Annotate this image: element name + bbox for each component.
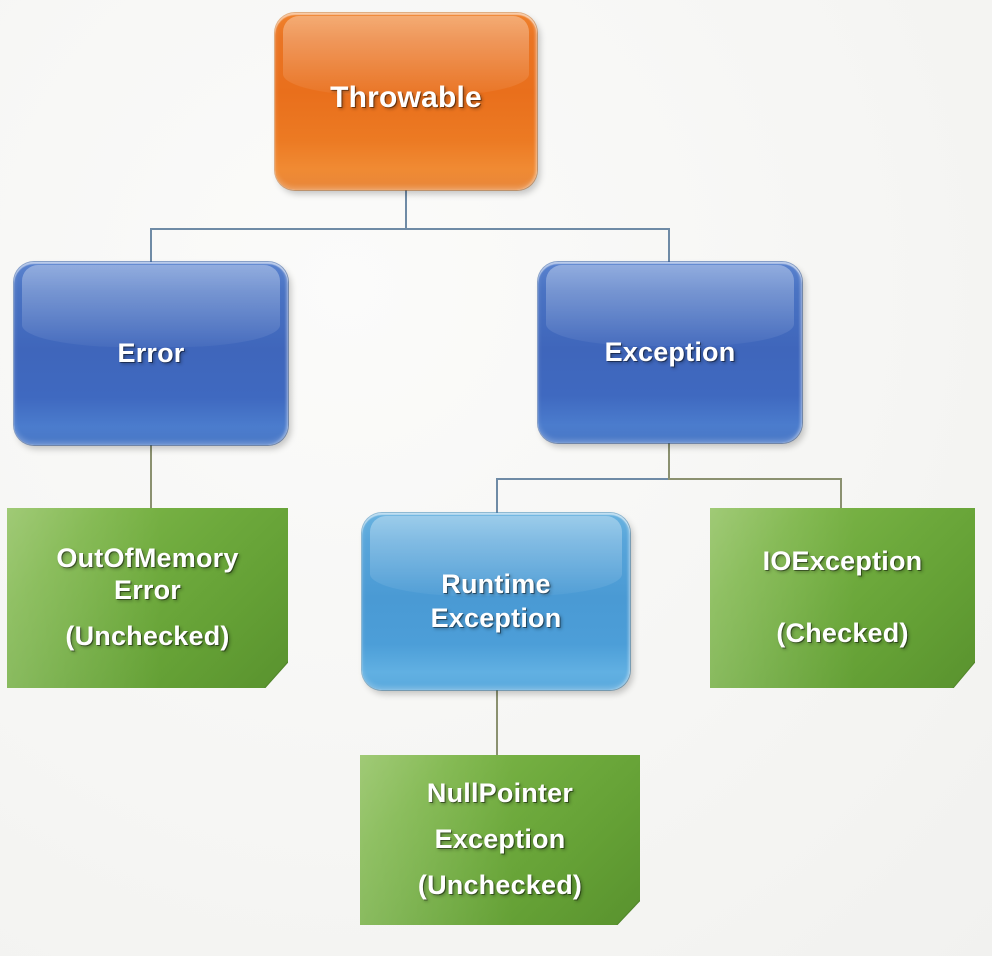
spacer xyxy=(763,604,923,618)
edge-throwable-bus xyxy=(150,228,670,230)
node-error-label: Error xyxy=(117,337,185,368)
node-outofmemoryerror-line1: OutOfMemory xyxy=(56,543,239,574)
edge-throwable-exception xyxy=(668,228,670,264)
node-outofmemoryerror-line2: Error xyxy=(113,575,182,606)
node-ioexception-line1: IOException xyxy=(762,546,923,577)
spacer xyxy=(763,578,923,604)
edge-exception-bus-right xyxy=(668,478,842,480)
node-nullpointerexception-line1: NullPointer xyxy=(426,778,574,809)
edge-exception-stem xyxy=(668,443,670,479)
spacer xyxy=(418,856,582,870)
edge-throwable-stem xyxy=(405,190,407,230)
edge-exception-bus-left xyxy=(496,478,670,480)
node-ioexception-line2: (Checked) xyxy=(776,618,909,648)
node-exception[interactable]: Exception xyxy=(538,262,802,443)
edge-throwable-error xyxy=(150,228,152,264)
node-throwable[interactable]: Throwable xyxy=(275,13,537,190)
node-runtimeexception-line1: Runtime xyxy=(441,568,551,599)
node-outofmemoryerror-line3: (Unchecked) xyxy=(65,620,230,651)
folded-corner-icon xyxy=(952,661,975,688)
node-nullpointerexception[interactable]: NullPointer Exception (Unchecked) xyxy=(360,755,640,925)
node-exception-label: Exception xyxy=(604,336,736,367)
node-runtimeexception-label: Runtime Exception xyxy=(425,569,568,635)
node-runtimeexception-line2: Exception xyxy=(430,602,562,633)
node-throwable-label: Throwable xyxy=(330,80,482,114)
node-outofmemoryerror-label: OutOfMemory Error (Unchecked) xyxy=(50,543,244,653)
folded-corner-icon xyxy=(264,661,288,688)
node-outofmemoryerror[interactable]: OutOfMemory Error (Unchecked) xyxy=(7,508,288,688)
edge-exception-ioexception xyxy=(840,478,842,510)
spacer xyxy=(56,607,238,621)
edge-error-outofmemoryerror xyxy=(150,445,152,509)
node-nullpointerexception-label: NullPointer Exception (Unchecked) xyxy=(412,778,588,902)
folded-corner-icon xyxy=(616,899,640,925)
edge-runtimeexception-nullpointerexception xyxy=(496,690,498,756)
node-nullpointerexception-line3: (Unchecked) xyxy=(417,869,583,900)
spacer xyxy=(418,810,582,824)
node-ioexception-label: IOException (Checked) xyxy=(757,546,929,650)
edge-exception-runtimeexception xyxy=(496,478,498,514)
node-nullpointerexception-line2: Exception xyxy=(434,824,566,855)
node-ioexception[interactable]: IOException (Checked) xyxy=(710,508,975,688)
node-error[interactable]: Error xyxy=(14,262,288,445)
node-runtimeexception[interactable]: Runtime Exception xyxy=(362,513,630,690)
